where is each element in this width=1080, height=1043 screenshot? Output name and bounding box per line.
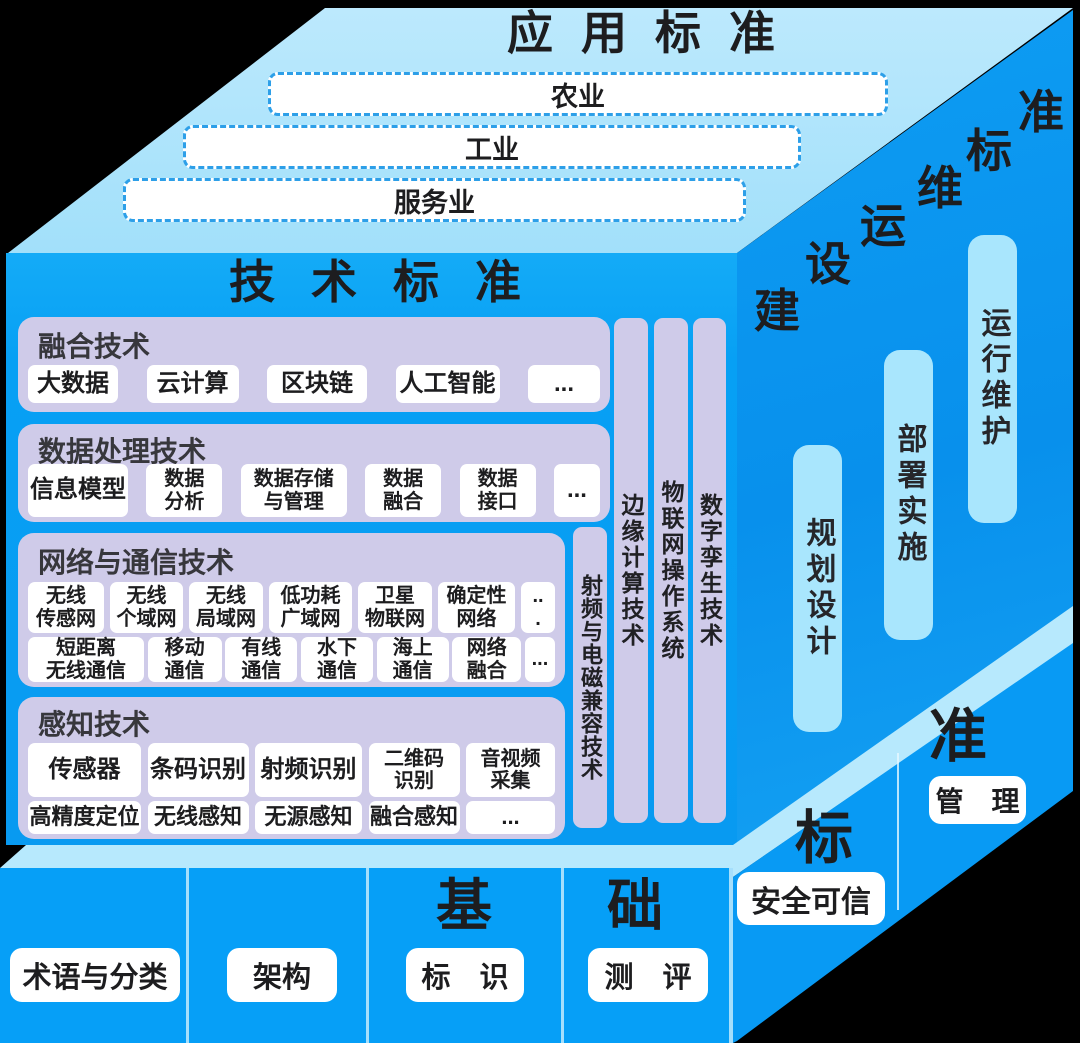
chip-big-data: 大数据 <box>28 365 118 403</box>
chip-wireless-sensing: 无线感知 <box>147 801 249 834</box>
chip-wireless-sensor-network: 无线 传感网 <box>28 582 104 633</box>
chip-qr-code-recognition: 二维码 识别 <box>368 743 460 797</box>
panel-sensing-row-2: 高精度定位 无线感知 无源感知 融合感知 ... <box>28 801 555 834</box>
diag-char-biao: 标 <box>966 125 1012 177</box>
panel-network-row-1: 无线 传感网 无线 个域网 无线 局域网 低功耗 广域网 卫星 物联网 确定性 … <box>28 582 555 633</box>
panel-fusion-technology-header: 融合技术 <box>38 331 151 362</box>
app-bar-agriculture: 农业 <box>268 72 888 116</box>
chip-audio-video-capture: 音视频 采集 <box>466 743 555 797</box>
app-bar-services: 服务业 <box>123 178 746 222</box>
chip-network-row1-ellipsis: .. . <box>521 582 555 633</box>
bottom-bar-separator-4 <box>729 868 733 1043</box>
corner-cube-divider <box>897 753 899 910</box>
panel-sensing-technology-header: 感知技术 <box>38 709 151 740</box>
corner-char-biao: 标 <box>795 806 854 871</box>
diag-char-wei: 维 <box>917 162 963 214</box>
chip-passive-sensing: 无源感知 <box>255 801 362 834</box>
bar-rf-emc-technology: 射频与电磁兼容技术 <box>573 527 607 828</box>
panel-data-processing-header: 数据处理技术 <box>38 436 207 467</box>
box-testing-evaluation: 测 评 <box>588 948 708 1002</box>
chip-sensing-ellipsis: ... <box>466 801 555 834</box>
chip-data-ellipsis: ... <box>553 464 600 517</box>
panel-sensing-row-1: 传感器 条码识别 射频识别 二维码 识别 音视频 采集 <box>28 743 555 797</box>
diag-char-she: 设 <box>805 238 851 290</box>
chip-information-model: 信息模型 <box>28 464 128 517</box>
bar-digital-twin: 数字孪生技术 <box>693 318 726 823</box>
chip-barcode-recognition: 条码识别 <box>147 743 249 797</box>
panel-data-processing: 数据处理技术 信息模型 数据 分析 数据存储 与管理 数据 融合 数据 接口 .… <box>18 424 610 522</box>
chip-high-precision-positioning: 高精度定位 <box>28 801 141 834</box>
box-security-trustworthiness: 安全可信 <box>737 872 885 925</box>
bottom-char-chu: 础 <box>607 874 663 937</box>
chip-data-fusion: 数据 融合 <box>365 464 442 517</box>
box-management: 管 理 <box>929 776 1026 824</box>
chip-data-storage-management: 数据存储 与管理 <box>240 464 347 517</box>
chip-maritime-communication: 海上 通信 <box>376 637 449 682</box>
diag-char-yun: 运 <box>860 200 906 252</box>
panel-data-processing-row: 信息模型 数据 分析 数据存储 与管理 数据 融合 数据 接口 ... <box>28 464 600 517</box>
bar-iot-operating-system: 物联网操作系统 <box>654 318 688 823</box>
chip-network-convergence: 网络 融合 <box>452 637 522 682</box>
application-standards-title: 应用标准 <box>507 7 803 59</box>
chip-network-row2-ellipsis: ... <box>524 637 555 682</box>
bottom-bar-top-bevel <box>0 845 737 868</box>
chip-mobile-communication: 移动 通信 <box>147 637 222 682</box>
chip-deterministic-network: 确定性 网络 <box>438 582 515 633</box>
bar-planning-design: 规划设计 <box>793 445 842 732</box>
panel-network-communication: 网络与通信技术 无线 传感网 无线 个域网 无线 局域网 低功耗 广域网 卫星 … <box>18 533 565 687</box>
corner-char-zhun: 准 <box>929 704 988 769</box>
chip-fusion-ellipsis: ... <box>528 365 600 403</box>
bar-edge-computing: 边缘计算技术 <box>614 318 648 823</box>
box-terminology-classification: 术语与分类 <box>10 948 180 1002</box>
chip-data-analysis: 数据 分析 <box>146 464 223 517</box>
panel-sensing-technology: 感知技术 传感器 条码识别 射频识别 二维码 识别 音视频 采集 高精度定位 无… <box>18 697 565 839</box>
chip-cloud-computing: 云计算 <box>146 365 239 403</box>
diag-char-jian: 建 <box>754 285 800 337</box>
panel-network-row-2: 短距离 无线通信 移动 通信 有线 通信 水下 通信 海上 通信 网络 融合 .… <box>28 637 555 682</box>
chip-artificial-intelligence: 人工智能 <box>395 365 500 403</box>
app-bar-agriculture-label: 农业 <box>551 81 605 112</box>
chip-lpwan: 低功耗 广域网 <box>269 582 352 633</box>
bar-operation-maintenance: 运行维护 <box>968 235 1017 523</box>
chip-wireless-pan: 无线 个域网 <box>110 582 183 633</box>
bar-deployment-implementation: 部署实施 <box>884 350 933 640</box>
chip-satellite-iot: 卫星 物联网 <box>358 582 432 633</box>
chip-wired-communication: 有线 通信 <box>225 637 298 682</box>
bottom-bar-separator-3 <box>561 868 564 1043</box>
box-architecture: 架构 <box>227 948 337 1002</box>
technical-standards-title: 技术标准 <box>229 256 557 308</box>
app-bar-services-label: 服务业 <box>394 187 475 218</box>
diag-char-zhun: 准 <box>1018 86 1064 138</box>
panel-fusion-technology: 融合技术 大数据 云计算 区块链 人工智能 ... <box>18 317 610 412</box>
panel-network-communication-header: 网络与通信技术 <box>38 547 235 578</box>
panel-fusion-row: 大数据 云计算 区块链 人工智能 ... <box>28 365 600 403</box>
chip-underwater-communication: 水下 通信 <box>300 637 373 682</box>
chip-rfid-recognition: 射频识别 <box>255 743 362 797</box>
chip-sensor: 传感器 <box>28 743 141 797</box>
app-bar-industry: 工业 <box>183 125 801 169</box>
app-bar-industry-label: 工业 <box>465 134 519 165</box>
chip-data-interface: 数据 接口 <box>459 464 536 517</box>
bottom-char-ji: 基 <box>436 874 492 937</box>
bottom-bar-separator-2 <box>366 868 369 1043</box>
chip-blockchain: 区块链 <box>267 365 367 403</box>
box-identification: 标 识 <box>406 948 524 1002</box>
bottom-bar-separator-1 <box>186 868 189 1043</box>
chip-wireless-lan: 无线 局域网 <box>189 582 263 633</box>
chip-fusion-sensing: 融合感知 <box>368 801 460 834</box>
chip-short-range-wireless: 短距离 无线通信 <box>28 637 144 682</box>
